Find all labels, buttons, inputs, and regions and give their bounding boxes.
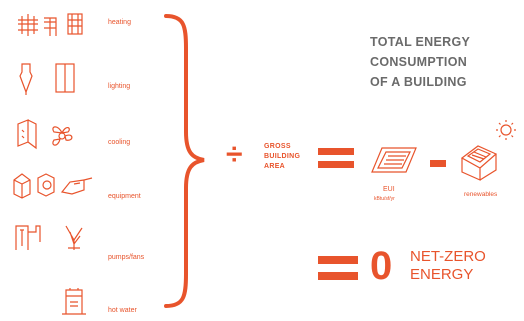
title-line1: TOTAL ENERGY	[370, 35, 471, 49]
gross-label-line2: BUILDING	[264, 153, 301, 160]
eui-label: EUI	[383, 186, 395, 193]
category-label-hot-water: hot water	[108, 307, 137, 314]
solar-house-icon	[460, 120, 516, 181]
gross-label-line1: GROSS	[264, 143, 291, 150]
grouping-brace	[164, 14, 205, 308]
title-line3: OF A BUILDING	[370, 75, 467, 89]
renewables-label: renewables	[464, 191, 498, 198]
appliance-icon	[13, 173, 93, 199]
category-label-pumps-fans: pumps/fans	[108, 254, 145, 261]
result-energy: ENERGY	[410, 266, 474, 283]
title-line2: CONSUMPTION	[370, 55, 468, 69]
gross-label-line3: AREA	[264, 163, 286, 170]
fan-icon	[17, 119, 73, 150]
minus-operator	[430, 160, 446, 167]
pump-icon	[15, 225, 83, 250]
result-zero: 0	[370, 244, 393, 288]
divide-operator: ÷	[226, 138, 243, 171]
meter-icon	[371, 147, 417, 173]
eui-unit: kBtu/sf/yr	[374, 196, 395, 202]
water-heater-icon	[62, 288, 86, 315]
category-label-equipment: equipment	[108, 193, 141, 200]
category-label-cooling: cooling	[108, 139, 131, 146]
category-label-heating: heating	[108, 19, 131, 26]
category-label-lighting: lighting	[108, 83, 131, 90]
radiator-icon	[18, 13, 83, 36]
equals-operator	[318, 148, 354, 168]
result-net-zero: NET-ZERO	[410, 248, 486, 265]
result-equals-operator	[318, 256, 358, 280]
lamp-icon	[19, 63, 75, 95]
